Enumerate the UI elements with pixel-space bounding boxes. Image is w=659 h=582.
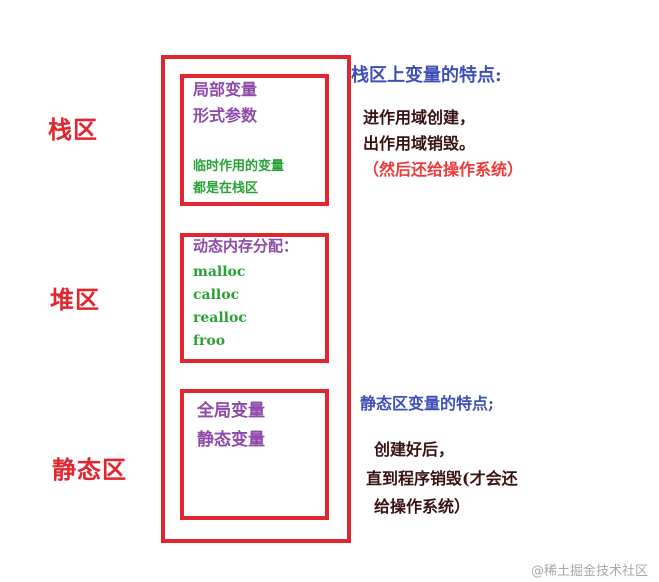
heap-function-froo: froo [193, 333, 226, 349]
static-note-line: 直到程序销毁(才会还 [366, 469, 518, 488]
heap-function-malloc: malloc [193, 264, 246, 280]
heap-function-realloc: realloc [193, 310, 247, 326]
static-notes-title: 静态区变量的特点; [360, 394, 494, 413]
stack-note-line: 出作用域销毁。 [363, 134, 476, 153]
stack-notes-title: 栈区上变量的特点: [351, 65, 502, 86]
stack-item-formal-parameters: 形式参数 [193, 106, 258, 125]
heap-region-label: 堆区 [50, 285, 100, 314]
heap-function-calloc: calloc [193, 287, 240, 303]
static-area-box [180, 389, 329, 520]
stack-note-line: 进作用域创建， [363, 108, 476, 127]
stack-region-label: 栈区 [48, 115, 98, 144]
memory-area-outline [161, 55, 351, 543]
static-region-label: 静态区 [52, 455, 127, 484]
static-item-global-variables: 全局变量 [197, 401, 265, 421]
static-item-static-variables: 静态变量 [197, 430, 265, 450]
stack-item-temporary-variables: 临时作用的变量 [193, 159, 285, 174]
stack-area-box [180, 74, 329, 206]
stack-item-local-variables: 局部变量 [193, 80, 258, 99]
static-note-line: 创建好后， [374, 440, 455, 459]
heap-area-box [180, 233, 329, 363]
heap-title: 动态内存分配： [193, 237, 299, 255]
static-note-line: 给操作系统） [374, 497, 471, 516]
stack-item-all-in-stack: 都是在栈区 [193, 181, 259, 196]
stack-note-line: （然后还给操作系统） [363, 160, 524, 179]
watermark: @稀土掘金技术社区 [531, 564, 649, 579]
